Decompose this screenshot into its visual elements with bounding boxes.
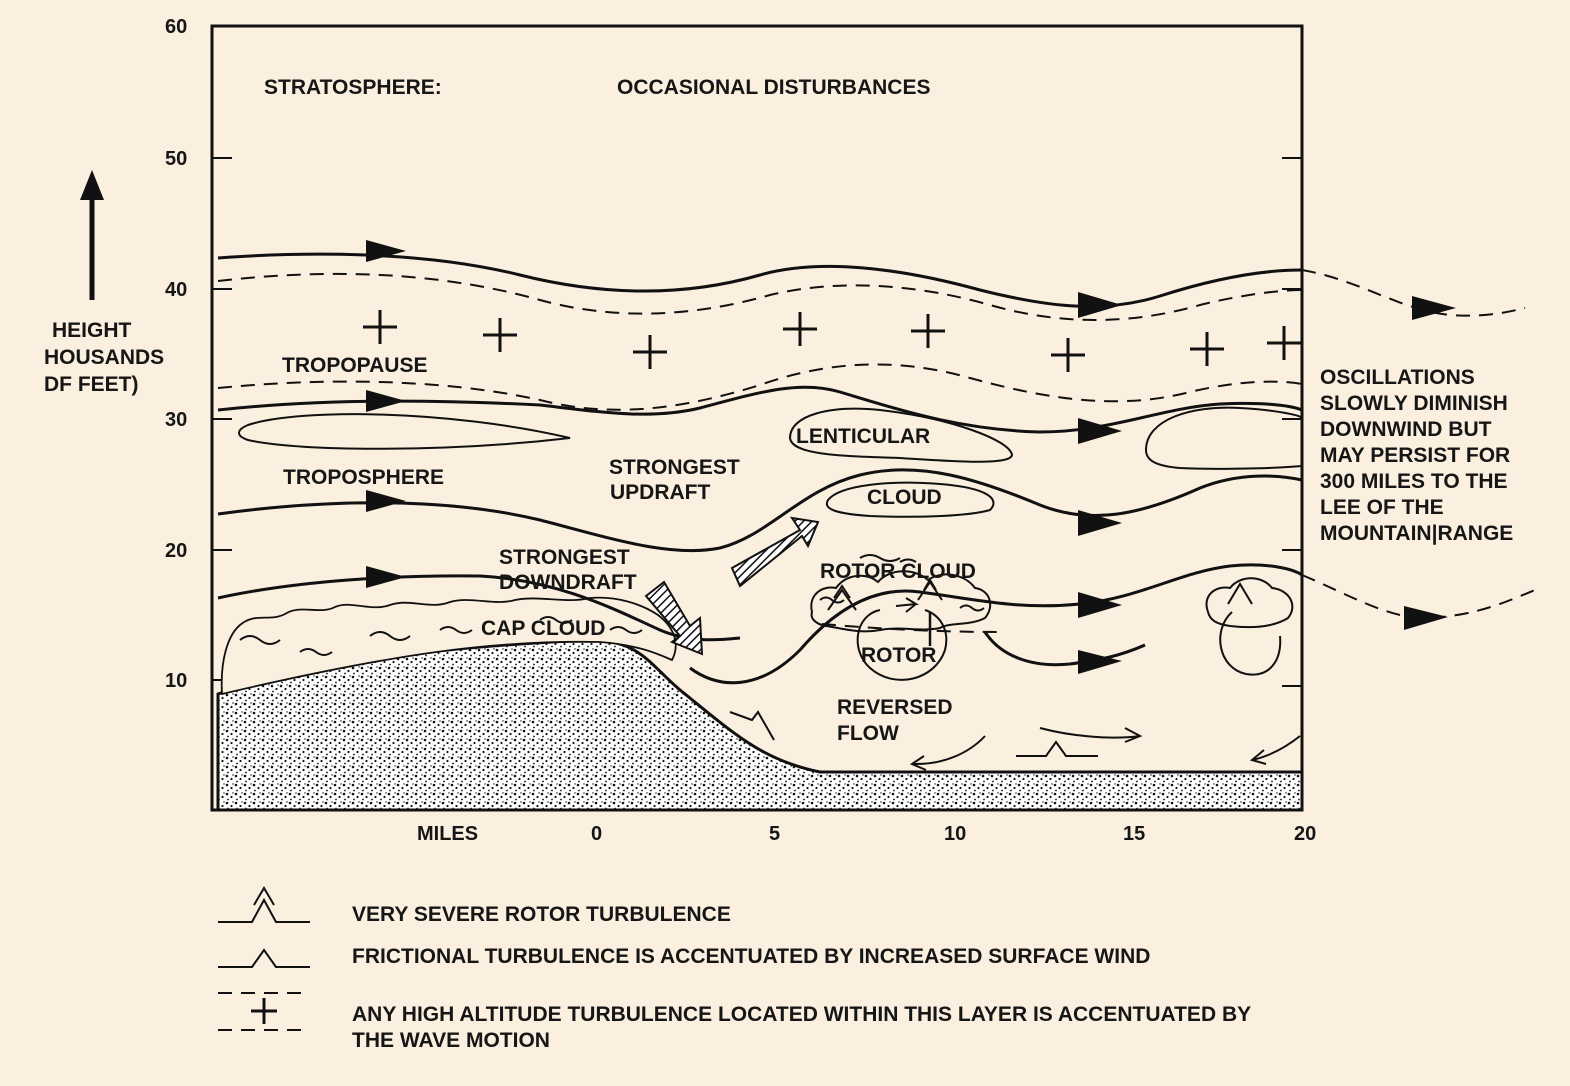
rotor-label: ROTOR [861, 644, 936, 667]
strongest-updraft-label-2: UPDRAFT [610, 481, 710, 504]
x-axis-label: MILES [417, 823, 478, 845]
cap-cloud-label: CAP CLOUD [481, 617, 605, 640]
tropopause-upper-dashed [217, 272, 1303, 321]
y-tick-20: 20 [165, 540, 187, 562]
oscillations-note-line-3: DOWNWIND BUT [1320, 418, 1492, 441]
oscillations-note-line-4: MAY PERSIST FOR [1320, 444, 1510, 467]
x-tick-20: 20 [1294, 823, 1316, 845]
tropopause-lower-dashed [217, 363, 1303, 411]
x-tick-0: 0 [591, 823, 602, 845]
mountain-terrain [216, 638, 1304, 812]
streamline-lower-downwind [1301, 574, 1536, 620]
very-severe-rotor-turbulence-icon [827, 578, 943, 611]
rotor-circulation [856, 609, 948, 681]
y-tick-10: 10 [165, 670, 187, 692]
frictional-turbulence-icon-right [1016, 740, 1098, 757]
y-axis-title-line-1: HEIGHT [52, 319, 132, 342]
rotor-dashed-line [821, 623, 1001, 633]
oscillations-note-line-7: MOUNTAIN|RANGE [1320, 522, 1513, 545]
stratosphere-label: STRATOSPHERE: [264, 76, 442, 99]
oscillations-note-line-2: SLOWLY DIMINISH [1320, 392, 1508, 415]
streamline-mid-upper [217, 385, 1303, 434]
streamline-upper-downwind [1301, 269, 1526, 317]
strongest-downdraft-label-2: DOWNDRAFT [499, 571, 637, 594]
streamline-middle [217, 468, 1303, 553]
rotor-right-turbulence-icon [1227, 582, 1253, 605]
reversed-flow-label-1: REVERSED [837, 696, 953, 719]
x-tick-5: 5 [769, 823, 780, 845]
rotor-cloud-texture [819, 554, 985, 612]
streamline-upper [217, 252, 1303, 308]
troposphere-label: TROPOSPHERE [283, 466, 444, 489]
very-severe-rotor-turbulence-legend-icon [218, 886, 310, 923]
legend-text-high-altitude-line-2: THE WAVE MOTION [352, 1029, 550, 1052]
y-tick-60: 60 [165, 16, 187, 38]
occasional-disturbances-label: OCCASIONAL DISTURBANCES [617, 76, 930, 99]
cloud-label: CLOUD [867, 486, 942, 509]
rotor-flow-arrow-icon [895, 597, 920, 613]
streamline-lower-continued [689, 563, 1303, 685]
frictional-turbulence-icon-left [729, 710, 775, 741]
high-altitude-turbulence-legend-icon [218, 992, 310, 1031]
strongest-downdraft-label-1: STRONGEST [499, 546, 630, 569]
legend-text-frictional: FRICTIONAL TURBULENCE IS ACCENTUATED BY … [352, 945, 1150, 968]
reversed-flow-label-2: FLOW [837, 722, 899, 745]
streamline-below-rotor [983, 631, 1146, 667]
reversed-flow-arrow-right [1249, 735, 1301, 765]
x-tick-10: 10 [944, 823, 966, 845]
y-tick-50: 50 [165, 148, 187, 170]
lenticular-cloud-lower [825, 481, 995, 518]
high-altitude-turbulence-markers [363, 310, 1301, 372]
legend-text-high-altitude-line-1: ANY HIGH ALTITUDE TURBULENCE LOCATED WIT… [352, 1003, 1251, 1026]
reversed-flow-arrow-left [909, 735, 986, 771]
oscillations-note-line-6: LEE OF THE [1320, 496, 1444, 519]
lenticular-cloud-right [1144, 406, 1303, 470]
rotor-cloud [810, 570, 992, 633]
reversed-flow-arrow-mid [1039, 727, 1143, 743]
y-tick-30: 30 [165, 409, 187, 431]
y-axis-title-line-3: DF FEET) [44, 373, 139, 396]
oscillations-note-line-1: OSCILLATIONS [1320, 366, 1475, 389]
cap-cloud [220, 596, 677, 696]
rotor-right-circulation [1219, 611, 1282, 676]
strongest-updraft-label-1: STRONGEST [609, 456, 740, 479]
strongest-updraft-arrow-icon [730, 516, 820, 588]
lenticular-cloud-left [238, 413, 571, 450]
rotor-cloud-right [1205, 577, 1294, 628]
cap-cloud-texture [239, 616, 643, 656]
legend: VERY SEVERE ROTOR TURBULENCE FRICTIONAL … [218, 886, 1251, 1052]
strongest-downdraft-arrow-icon [644, 580, 704, 656]
rotor-cloud-label: ROTOR CLOUD [820, 560, 976, 583]
y-tick-40: 40 [165, 279, 187, 301]
tropopause-label: TROPOPAUSE [282, 354, 427, 377]
flow-arrowheads [366, 240, 1456, 674]
lenticular-label: LENTICULAR [796, 425, 930, 448]
lenticular-cloud-center [788, 407, 1014, 463]
height-arrowhead-icon [80, 170, 104, 200]
x-tick-15: 15 [1123, 823, 1145, 845]
frictional-turbulence-legend-icon [218, 948, 310, 968]
y-axis-title-line-2: HOUSANDS [44, 346, 164, 369]
legend-text-very-severe: VERY SEVERE ROTOR TURBULENCE [352, 903, 731, 926]
oscillations-note-line-5: 300 MILES TO THE [1320, 470, 1508, 493]
